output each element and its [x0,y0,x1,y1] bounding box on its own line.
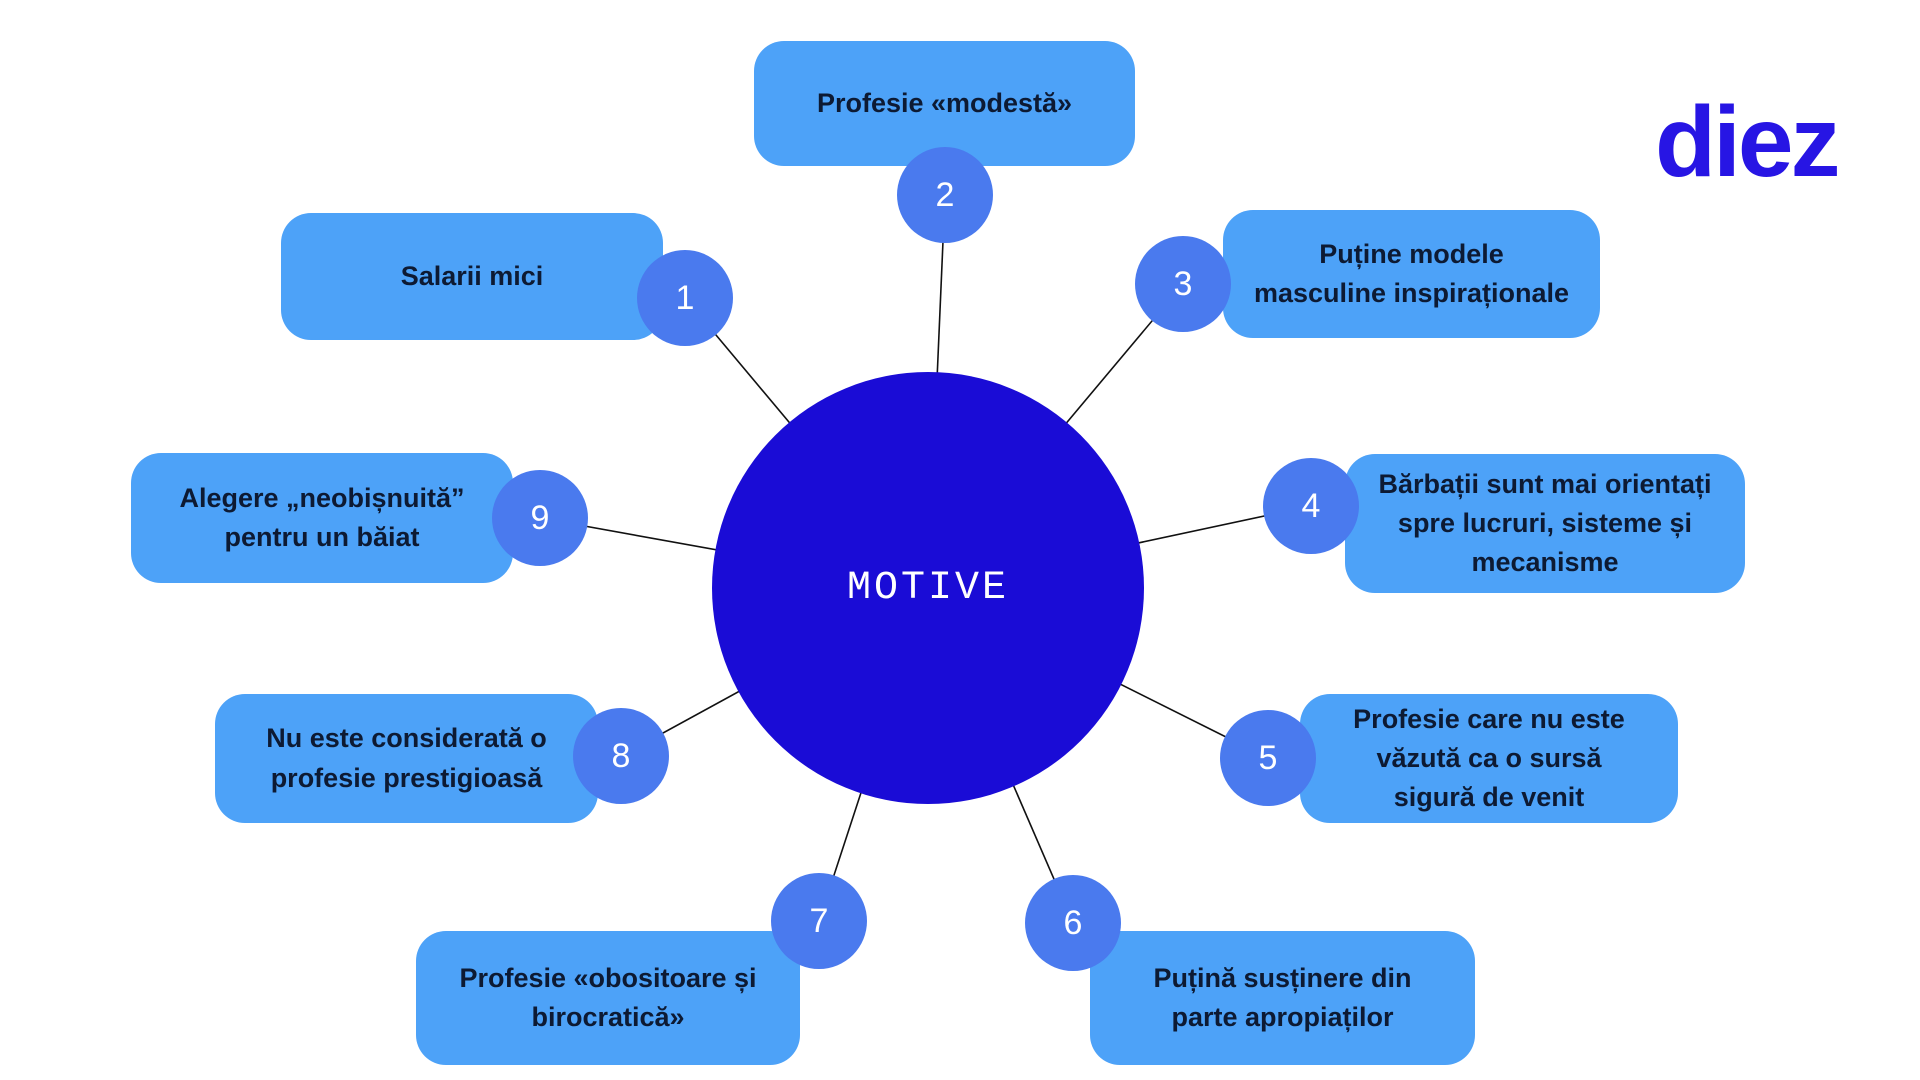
label-text-7: Profesie «obositoare și birocratică» [459,962,757,1032]
label-box-8: Nu este considerată o profesie prestigio… [215,694,598,823]
center-label: MOTIVE [846,565,1010,611]
number-circle-5: 5 [1220,710,1316,806]
label-box-4: Bărbații sunt mai orientați spre lucruri… [1345,454,1745,593]
number-circle-9: 9 [492,470,588,566]
label-box-2: Profesie «modestă» [754,41,1135,166]
label-box-6: Puțină susținere din parte apropiaților [1090,931,1475,1065]
label-box-3: Puține modele masculine inspiraționale [1223,210,1600,338]
label-text-8: Nu este considerată o profesie prestigio… [266,723,547,793]
label-box-9: Alegere „neobișnuită” pentru un băiat [131,453,513,583]
label-text-4: Bărbații sunt mai orientați spre lucruri… [1378,468,1712,578]
label-box-1: Salarii mici [281,213,663,340]
label-text-5: Profesie care nu este văzută ca o sursă … [1353,703,1625,813]
number-circle-8: 8 [573,708,669,804]
label-box-7: Profesie «obositoare și birocratică» [416,931,800,1065]
number-circle-2: 2 [897,147,993,243]
center-node: MOTIVE [712,372,1144,804]
number-circle-1: 1 [637,250,733,346]
label-text-1: Salarii mici [400,260,544,291]
label-text-2: Profesie «modestă» [816,87,1073,118]
label-text-9: Alegere „neobișnuită” pentru un băiat [179,482,465,552]
number-circle-4: 4 [1263,458,1359,554]
number-circle-3: 3 [1135,236,1231,332]
diez-logo: diez [1655,86,1840,198]
label-text-6: Puțină susținere din parte apropiaților [1153,962,1412,1032]
label-box-5: Profesie care nu este văzută ca o sursă … [1300,694,1678,823]
label-text-3: Puține modele masculine inspiraționale [1253,238,1570,308]
number-circle-6: 6 [1025,875,1121,971]
number-circle-7: 7 [771,873,867,969]
